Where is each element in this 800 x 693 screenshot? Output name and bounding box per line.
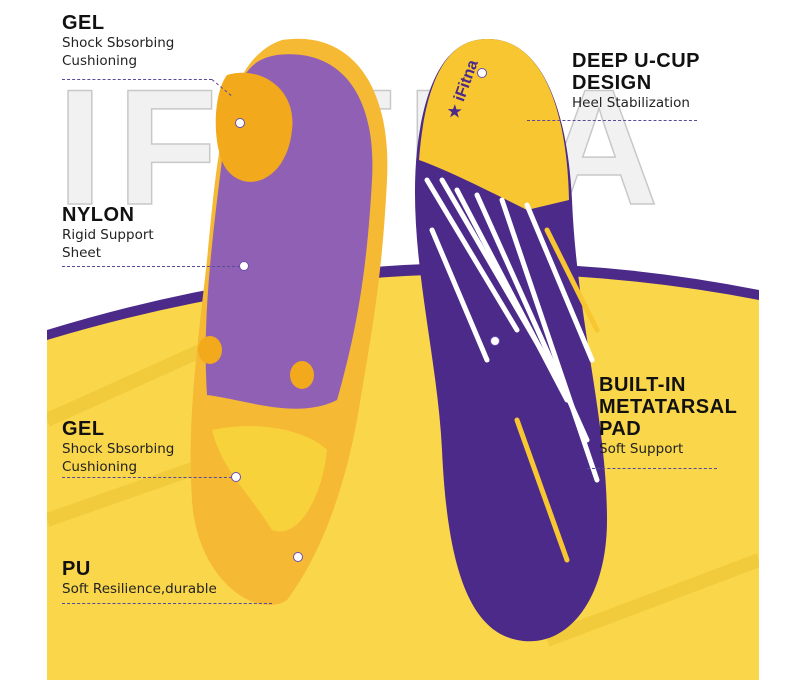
product-image: IFITNA ★ iFit <box>47 0 759 680</box>
insoles-illustration: ★ iFitna <box>47 38 759 680</box>
insole-bottom <box>190 38 388 606</box>
insole-top: ★ iFitna <box>414 39 607 642</box>
